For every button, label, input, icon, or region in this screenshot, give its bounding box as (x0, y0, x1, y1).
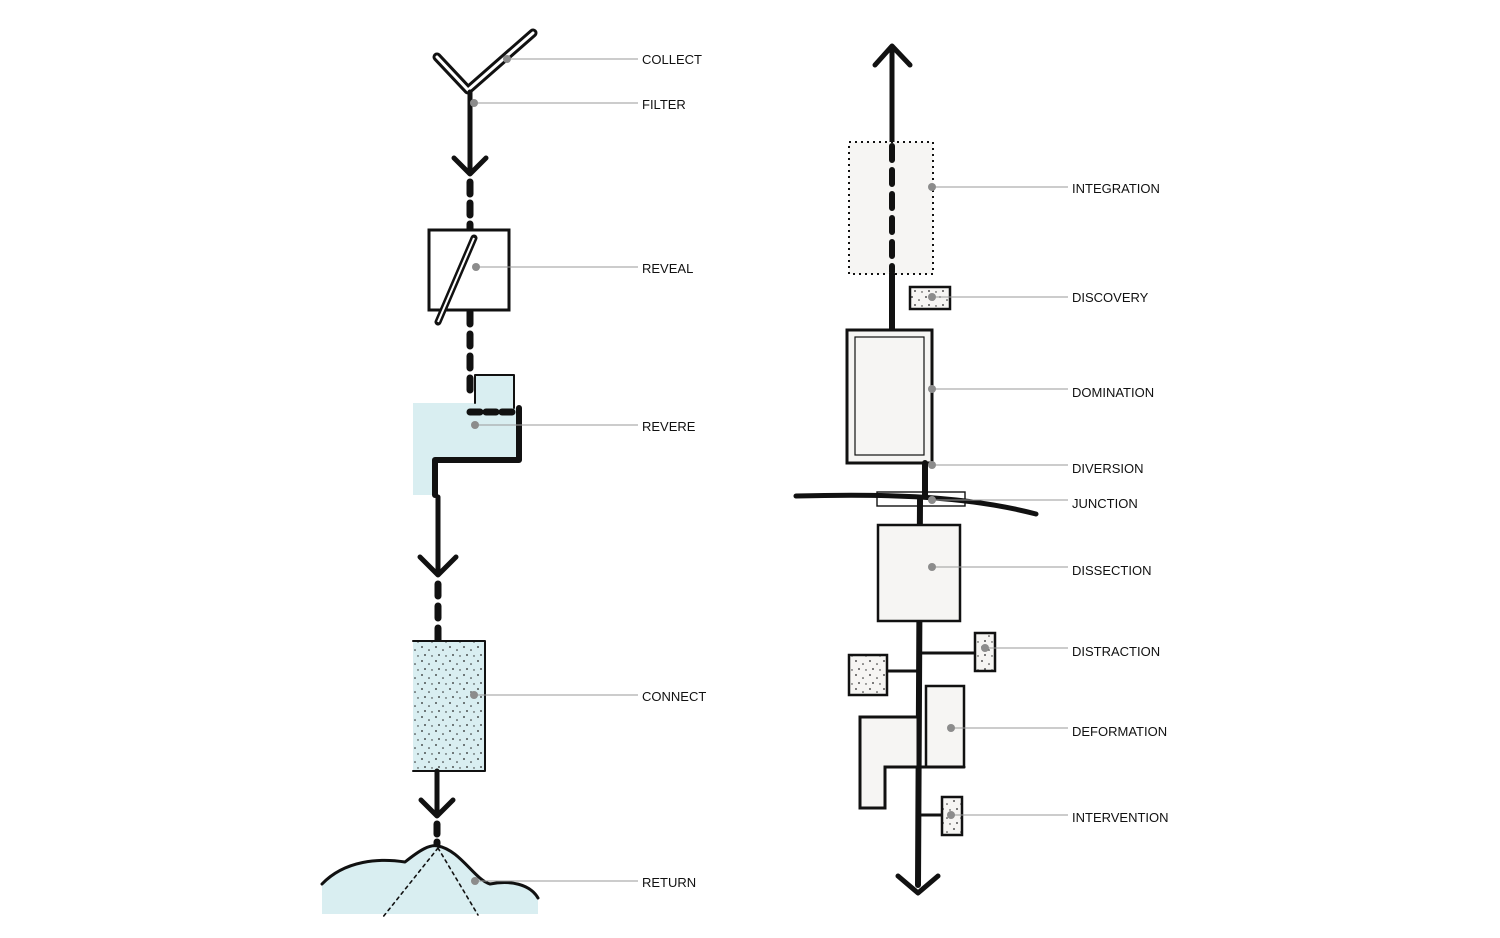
dissection-box (876, 523, 962, 623)
label-dissection: DISSECTION (1072, 563, 1151, 578)
label-filter: FILTER (642, 97, 686, 112)
side-stippled-box (847, 653, 920, 697)
label-diversion: DIVERSION (1072, 461, 1144, 476)
right-leaders (928, 183, 1068, 819)
collect-funnel-icon (432, 28, 538, 95)
label-junction: JUNCTION (1072, 496, 1138, 511)
connect-box (412, 640, 486, 772)
left-sequence: COLLECT FILTER REVEAL REVERE CONNECT RET… (320, 28, 706, 918)
junction-crossing (793, 491, 1039, 517)
up-arrow-icon (872, 43, 913, 145)
down-arrow-icon (895, 873, 941, 896)
right-sequence: INTEGRATION DISCOVERY DOMINATION DIVERSI… (793, 43, 1169, 896)
label-intervention: INTERVENTION (1072, 810, 1169, 825)
down-arrow-icon (418, 768, 456, 819)
label-collect: COLLECT (642, 52, 702, 67)
label-distraction: DISTRACTION (1072, 644, 1160, 659)
label-domination: DOMINATION (1072, 385, 1154, 400)
label-return: RETURN (642, 875, 696, 890)
return-landform (320, 844, 540, 918)
domination-box (845, 328, 934, 465)
left-leaders (470, 55, 638, 885)
integration-box (848, 141, 934, 275)
down-arrow-icon (417, 494, 459, 578)
label-deformation: DEFORMATION (1072, 724, 1167, 739)
reveal-box (427, 228, 511, 326)
deformation-shape (858, 684, 966, 810)
label-revere: REVERE (642, 419, 696, 434)
intervention-box (916, 795, 964, 837)
distraction-box (916, 631, 997, 673)
label-reveal: REVEAL (642, 261, 693, 276)
filter-arrow-icon (451, 89, 489, 177)
label-discovery: DISCOVERY (1072, 290, 1149, 305)
label-connect: CONNECT (642, 689, 706, 704)
label-integration: INTEGRATION (1072, 181, 1160, 196)
revere-shape (413, 374, 522, 498)
